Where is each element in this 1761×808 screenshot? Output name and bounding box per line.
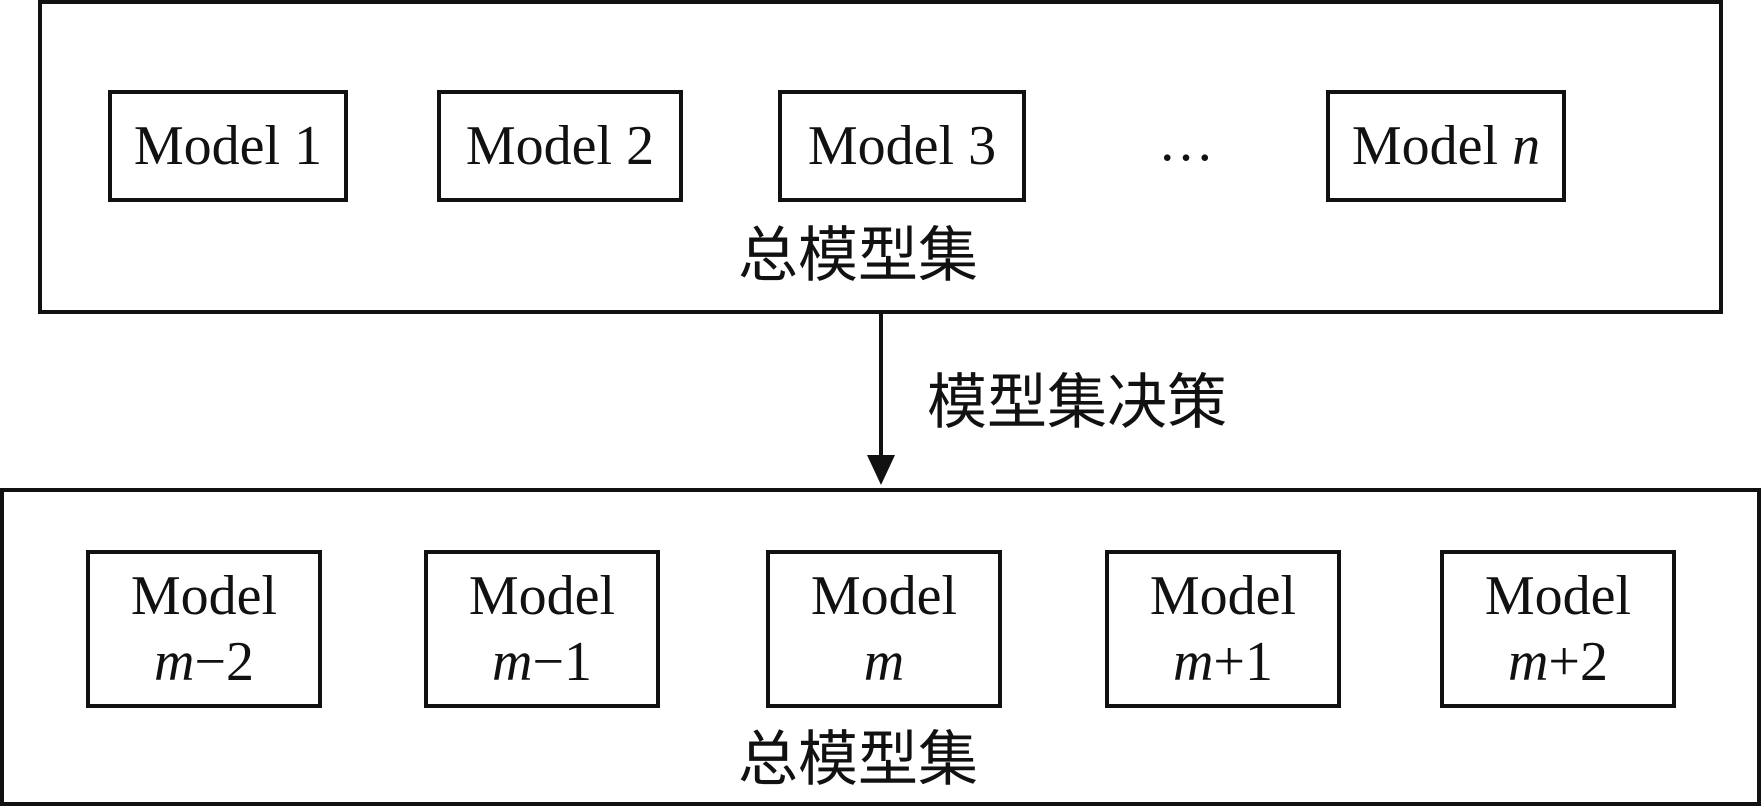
- decision-label: 模型集决策: [927, 370, 1227, 436]
- bottom-model-m-minus-2-line2: m−2: [153, 631, 255, 693]
- bottom-model-m-minus-1: Model m−1: [424, 550, 660, 708]
- top-model-1-label: Model 1: [133, 114, 323, 177]
- bottom-model-m: Model m: [766, 550, 1002, 708]
- bottom-model-m-plus-2-line2: m+2: [1507, 631, 1609, 693]
- decision-arrowhead-icon: [867, 455, 895, 485]
- bottom-set-label: 总模型集: [738, 727, 978, 793]
- bottom-model-m-minus-1-line1: Model: [468, 564, 616, 627]
- top-model-n: Model n: [1326, 90, 1566, 202]
- top-model-3: Model 3: [778, 90, 1026, 202]
- bottom-model-m-line2: m: [863, 631, 905, 693]
- decision-arrow-line: [879, 314, 883, 456]
- bottom-model-m-plus-1-line1: Model: [1149, 564, 1297, 627]
- top-model-2-label: Model 2: [465, 114, 655, 177]
- top-model-n-label: Model n: [1351, 114, 1541, 177]
- top-set-label: 总模型集: [738, 223, 978, 289]
- bottom-model-m-minus-1-line2: m−1: [491, 631, 593, 693]
- bottom-model-m-plus-2-line1: Model: [1484, 564, 1632, 627]
- bottom-model-m-plus-1-line2: m+1: [1172, 631, 1274, 693]
- top-model-2: Model 2: [437, 90, 683, 202]
- bottom-model-m-plus-2: Model m+2: [1440, 550, 1676, 708]
- bottom-model-m-minus-2: Model m−2: [86, 550, 322, 708]
- bottom-model-m-plus-1: Model m+1: [1105, 550, 1341, 708]
- top-model-3-label: Model 3: [807, 114, 997, 177]
- bottom-model-m-line1: Model: [810, 564, 958, 627]
- bottom-model-m-minus-2-line1: Model: [130, 564, 278, 627]
- top-model-1: Model 1: [108, 90, 348, 202]
- top-ellipsis: …: [1158, 111, 1214, 173]
